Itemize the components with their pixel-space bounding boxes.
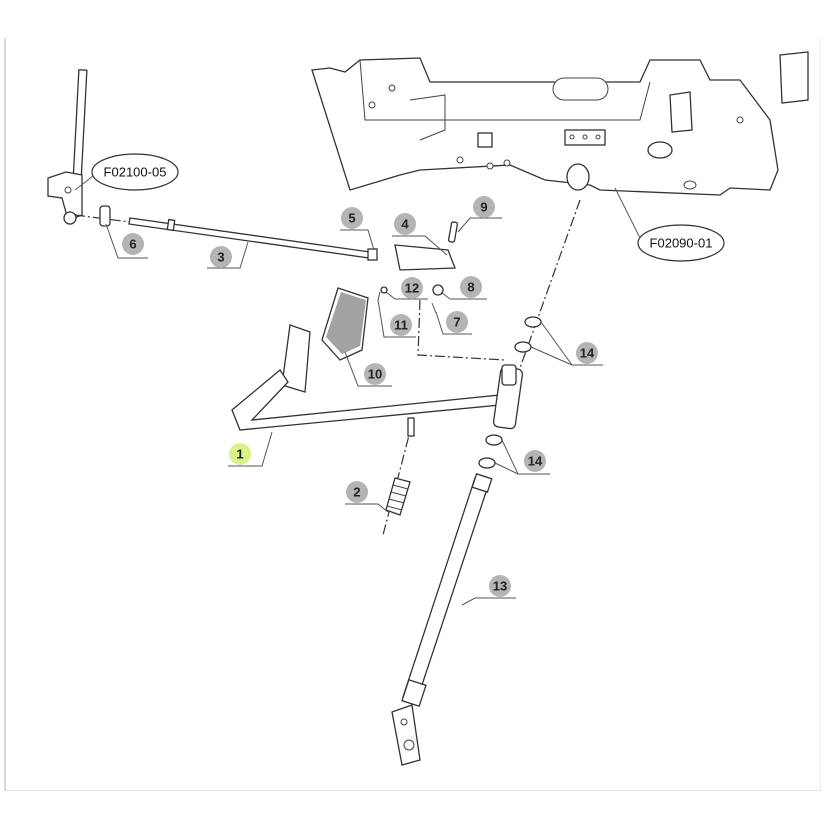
- svg-text:5: 5: [348, 211, 355, 226]
- chassis-frame: [311, 51, 809, 196]
- svg-text:13: 13: [493, 579, 507, 594]
- callout-4[interactable]: 4: [392, 213, 448, 256]
- callout-8[interactable]: 8: [440, 276, 487, 300]
- callout-9[interactable]: 9: [457, 196, 502, 233]
- svg-text:8: 8: [467, 280, 474, 295]
- svg-text:6: 6: [129, 237, 136, 252]
- svg-text:10: 10: [368, 367, 382, 382]
- brake-shaft: [391, 473, 493, 766]
- svg-text:3: 3: [217, 250, 224, 265]
- svg-text:7: 7: [453, 315, 460, 330]
- callout-13[interactable]: 13: [461, 575, 516, 606]
- callout-2[interactable]: 2: [345, 481, 389, 513]
- reference-f02090-01[interactable]: F02090-01: [614, 187, 725, 262]
- callout-3[interactable]: 3: [207, 241, 249, 269]
- callout-6[interactable]: 6: [105, 223, 148, 259]
- callout-1[interactable]: 1: [228, 431, 273, 467]
- callout-14-upper[interactable]: 14: [530, 321, 603, 366]
- callout-12[interactable]: 12: [385, 277, 428, 300]
- diagram-frame: [4, 38, 821, 791]
- svg-text:4: 4: [401, 217, 409, 232]
- svg-text:14: 14: [580, 346, 595, 361]
- pedal-arm: [231, 199, 581, 469]
- svg-text:12: 12: [405, 281, 419, 296]
- pedal-pad: [281, 287, 369, 393]
- svg-text:11: 11: [394, 318, 408, 333]
- callout-7[interactable]: 7: [435, 311, 472, 335]
- rod-assembly: [74, 205, 459, 314]
- callout-5[interactable]: 5: [340, 207, 375, 251]
- reference-label: F02090-01: [650, 236, 713, 251]
- reference-label: F02100-05: [104, 165, 167, 180]
- spring: [382, 417, 415, 536]
- reference-f02100-05[interactable]: F02100-05: [74, 153, 179, 191]
- svg-text:14: 14: [528, 454, 543, 469]
- callout-14-lower[interactable]: 14: [494, 439, 550, 475]
- svg-text:9: 9: [480, 200, 487, 215]
- svg-text:2: 2: [353, 485, 360, 500]
- svg-text:1: 1: [236, 447, 243, 462]
- callout-10[interactable]: 10: [344, 351, 392, 387]
- shift-lever: [47, 69, 88, 225]
- callout-11[interactable]: 11: [377, 299, 416, 338]
